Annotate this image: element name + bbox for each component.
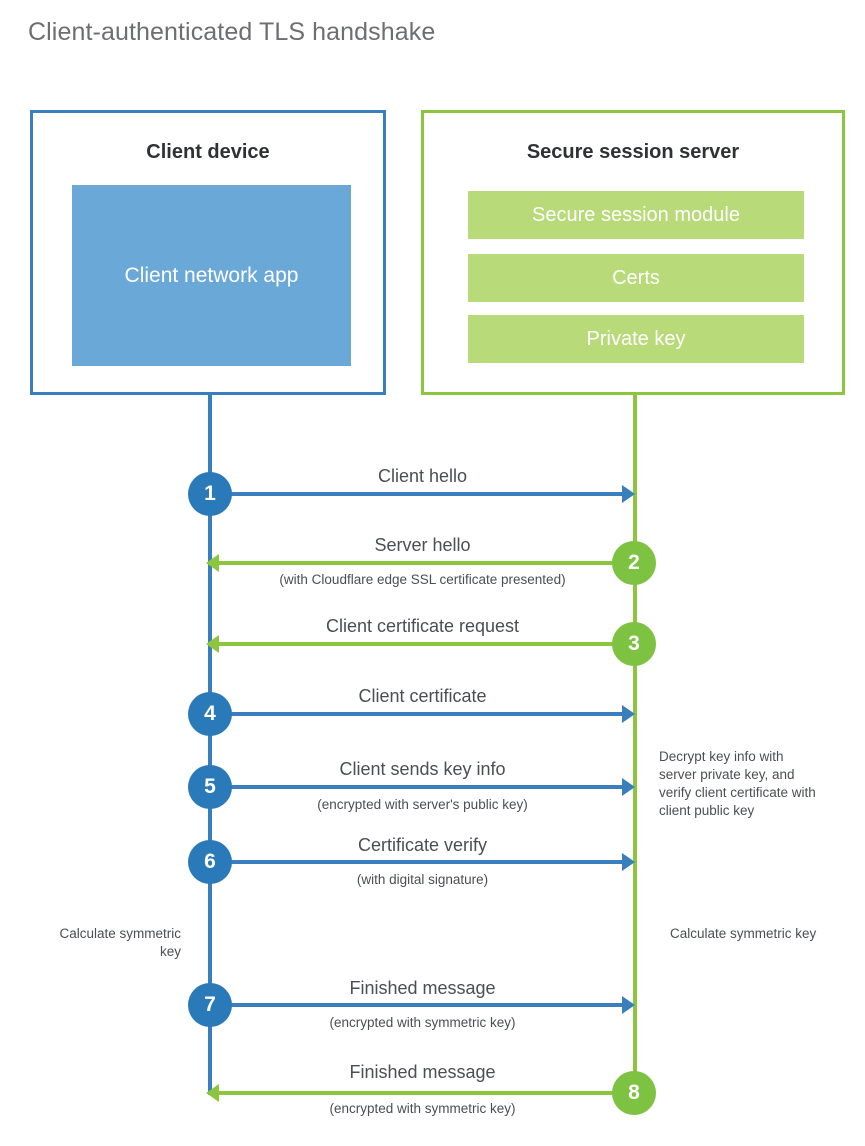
step-8-line (219, 1091, 635, 1095)
step-5-circle: 5 (188, 765, 232, 809)
certs-block: Certs (468, 254, 804, 302)
client-lifeline (208, 395, 212, 1095)
secure-session-server-box: Secure session server Secure session mod… (421, 110, 845, 395)
step-5-arrowhead-icon (622, 778, 635, 796)
step-5-sublabel: (encrypted with server's public key) (317, 797, 528, 812)
secure-session-module-block: Secure session module (468, 191, 804, 239)
step-7-line (210, 1003, 623, 1007)
step-5-line (210, 785, 623, 789)
step-4-line (210, 712, 623, 716)
step-5-label: Client sends key info (339, 759, 506, 779)
step-8-label: Finished message (349, 1062, 496, 1082)
client-calculate-symmetric-key-note: Calculate symmetric key (59, 926, 181, 960)
step-3-line (219, 642, 635, 646)
step-4-circle: 4 (188, 692, 232, 736)
server-calculate-symmetric-key-note: Calculate symmetric key (670, 926, 817, 941)
step-3-circle: 3 (612, 622, 656, 666)
page-title: Client-authenticated TLS handshake (28, 18, 436, 46)
step-2-line (219, 561, 635, 565)
step-6-circle: 6 (188, 840, 232, 884)
step-8-circle: 8 (612, 1071, 656, 1115)
client-device-title: Client device (146, 141, 270, 163)
step-7-sublabel: (encrypted with symmetric key) (329, 1015, 516, 1030)
step-1-label: Client hello (377, 466, 468, 486)
step-2-circle: 2 (612, 541, 656, 585)
step-2-label: Server hello (374, 535, 471, 555)
step-2-arrowhead-icon (206, 554, 219, 572)
step-7-circle: 7 (188, 983, 232, 1027)
step-6-sublabel: (with digital signature) (356, 872, 489, 887)
step-8-arrowhead-icon (206, 1084, 219, 1102)
step-4-arrowhead-icon (622, 705, 635, 723)
step-3-label: Client certificate request (325, 616, 520, 636)
secure-session-server-title: Secure session server (526, 141, 740, 163)
client-device-box: Client device Client network app (30, 110, 386, 395)
step-2-sublabel: (with Cloudflare edge SSL certificate pr… (279, 572, 566, 587)
step-6-arrowhead-icon (622, 853, 635, 871)
step-1-circle: 1 (188, 472, 232, 516)
client-network-app-block: Client network app (72, 185, 351, 366)
step-6-label: Certificate verify (357, 835, 488, 855)
step-8-sublabel: (encrypted with symmetric key) (329, 1101, 516, 1116)
private-key-block: Private key (468, 315, 804, 363)
step-1-arrowhead-icon (622, 485, 635, 503)
step-4-label: Client certificate (358, 686, 487, 706)
step-3-arrowhead-icon (206, 635, 219, 653)
server-lifeline (633, 395, 637, 1093)
step-7-arrowhead-icon (622, 996, 635, 1014)
step-1-line (210, 492, 623, 496)
step-7-label: Finished message (349, 978, 496, 998)
server-decrypt-note: Decrypt key info with server private key… (659, 749, 816, 819)
step-6-line (210, 860, 623, 864)
